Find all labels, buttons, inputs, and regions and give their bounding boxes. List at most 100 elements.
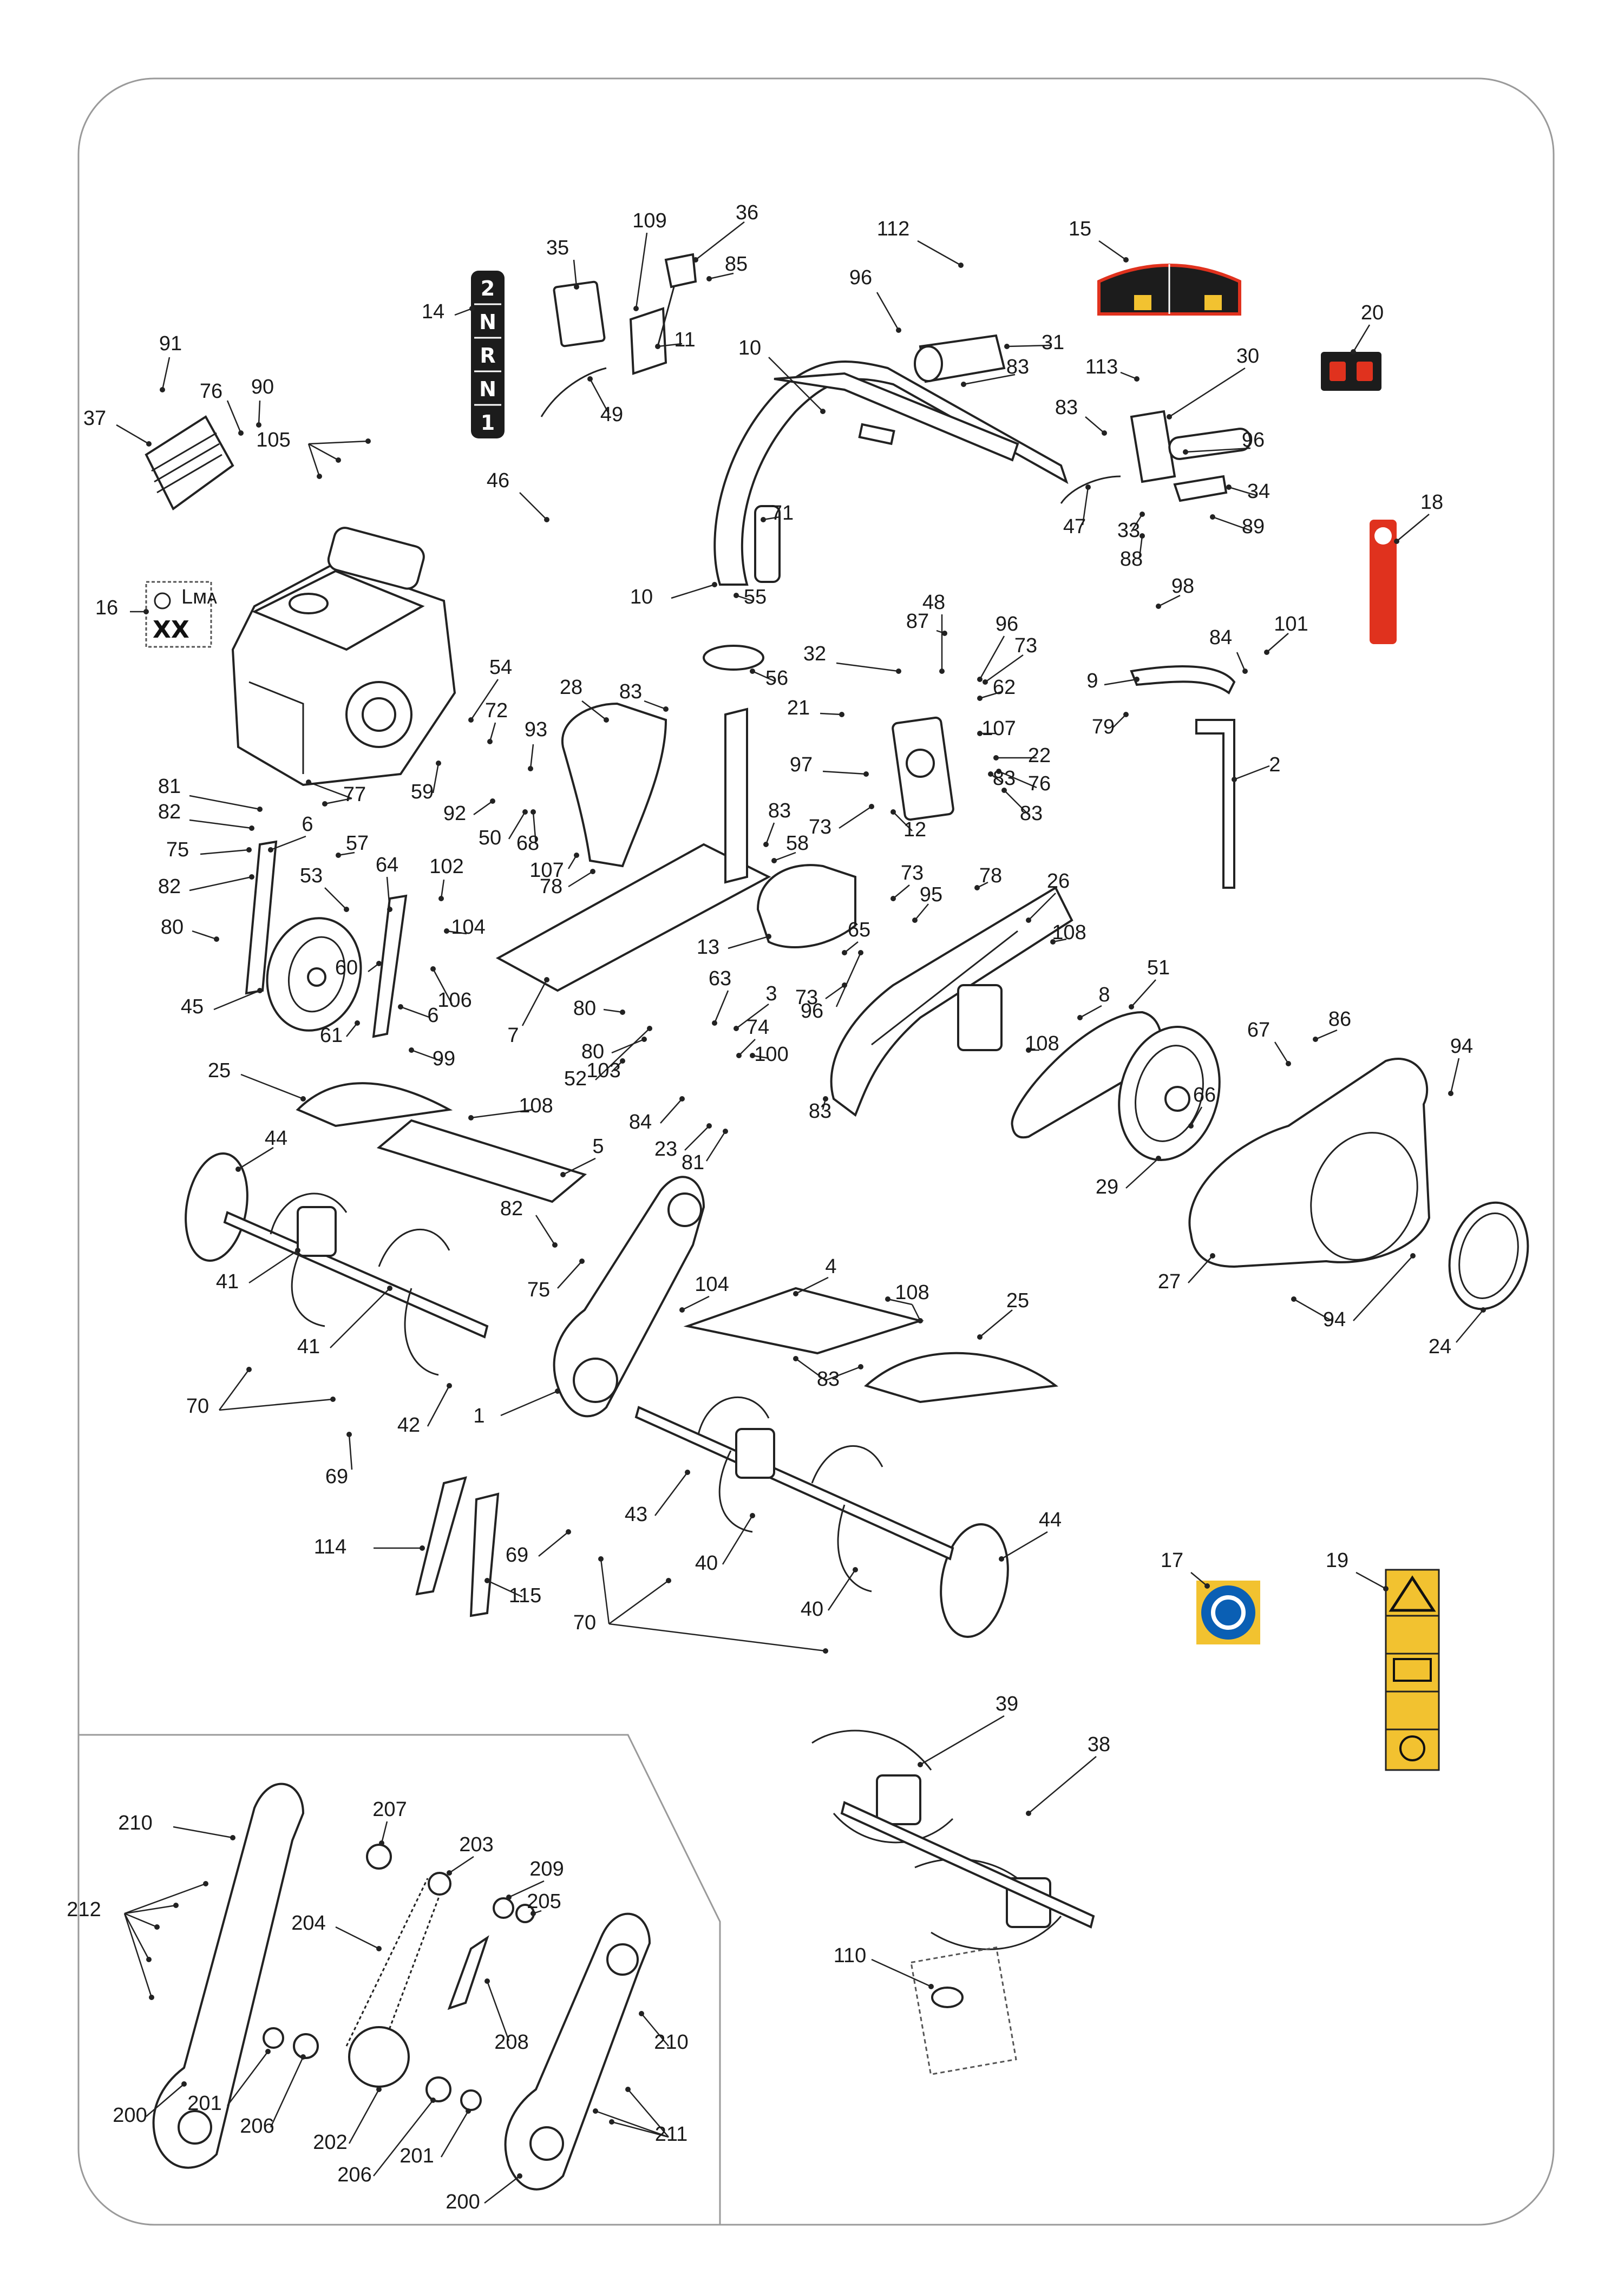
- leader-line: [1396, 514, 1430, 542]
- leader-line: [1188, 1255, 1213, 1283]
- part-number-34: 34: [1247, 480, 1270, 503]
- leader-line: [1293, 1298, 1332, 1322]
- leader-point: [853, 1567, 858, 1572]
- leader-line: [979, 1309, 1013, 1338]
- part-number-82: 82: [158, 801, 181, 823]
- part-number-75: 75: [166, 838, 189, 861]
- part-number-16: 16: [95, 597, 118, 619]
- leader-point: [306, 779, 311, 785]
- leader-line: [192, 930, 217, 940]
- leader-line: [400, 1006, 431, 1019]
- leader-point: [1188, 1123, 1194, 1129]
- part-number-104: 104: [695, 1273, 729, 1296]
- leader-line: [532, 811, 537, 845]
- leader-line: [917, 240, 961, 266]
- leader-line: [844, 941, 859, 953]
- side-disc-right: [940, 1523, 1009, 1638]
- leader-line: [248, 1249, 298, 1284]
- leader-point: [203, 1881, 208, 1886]
- leader-point: [1313, 1037, 1318, 1042]
- leader-point: [346, 1432, 352, 1437]
- leader-point: [257, 807, 263, 812]
- part-number-73: 73: [1014, 634, 1037, 657]
- leader-point: [679, 1096, 685, 1102]
- part-number-45: 45: [181, 995, 204, 1018]
- part-number-209: 209: [529, 1858, 564, 1880]
- gear-position-label: 2 N R N 1: [471, 271, 505, 438]
- part-number-35: 35: [546, 237, 569, 259]
- leader-point: [376, 1946, 382, 1951]
- leader-point: [663, 706, 669, 712]
- leader-point: [609, 2119, 614, 2125]
- leader-point: [466, 2108, 471, 2114]
- decal-17-hearing: [1196, 1581, 1260, 1644]
- leader-point: [579, 1259, 585, 1264]
- leader-line: [411, 1049, 442, 1062]
- depth-stake-b: [469, 1492, 500, 1617]
- leader-line: [825, 984, 845, 1000]
- part-number-83: 83: [809, 1100, 831, 1123]
- leader-point: [246, 1367, 252, 1372]
- leader-point: [820, 409, 826, 414]
- leader-point: [181, 2081, 187, 2087]
- leader-point: [322, 801, 328, 807]
- leader-point: [249, 874, 254, 880]
- part-number-30: 30: [1236, 345, 1259, 368]
- part-number-200: 200: [113, 2104, 147, 2127]
- leader-point: [160, 387, 165, 392]
- leader-point: [706, 276, 712, 281]
- decal-16: Lᴍᴀ XX: [145, 581, 217, 648]
- gear-lever: [629, 307, 667, 375]
- leader-line: [123, 1913, 153, 1998]
- leader-line: [1028, 1756, 1097, 1814]
- side-disc-left: [185, 1152, 248, 1262]
- part-number-70: 70: [573, 1611, 596, 1634]
- leader-line: [774, 851, 796, 862]
- part-number-59: 59: [411, 781, 434, 803]
- part-number-80: 80: [581, 1040, 604, 1063]
- part-number-39: 39: [996, 1693, 1018, 1715]
- leader-line: [871, 1958, 932, 1988]
- part-number-76: 76: [1028, 772, 1051, 795]
- leader-point: [620, 1010, 625, 1015]
- part-number-46: 46: [487, 469, 509, 492]
- leader-line: [240, 1073, 304, 1100]
- part-number-57: 57: [346, 832, 369, 855]
- leader-line: [308, 781, 352, 799]
- part-number-96: 96: [801, 1000, 823, 1023]
- leader-line: [1125, 1158, 1159, 1189]
- part-number-69: 69: [325, 1465, 348, 1488]
- bearing-206-a: [293, 2033, 319, 2059]
- leader-point: [1183, 449, 1188, 455]
- part-number-6: 6: [302, 813, 313, 836]
- part-number-9: 9: [1086, 670, 1098, 692]
- side-shield-left: [296, 1082, 453, 1128]
- leader-point: [1026, 1047, 1031, 1053]
- leader-point: [1077, 1015, 1083, 1020]
- leader-point: [1286, 1061, 1291, 1066]
- part-number-98: 98: [1171, 575, 1194, 598]
- leader-point: [712, 582, 717, 587]
- leader-point: [447, 1383, 452, 1388]
- part-number-107: 107: [981, 717, 1016, 740]
- leader-point: [574, 853, 579, 858]
- bearing-206-b: [425, 2076, 451, 2102]
- leader-line: [489, 722, 496, 742]
- leader-point: [544, 517, 549, 522]
- leader-line: [979, 691, 1002, 699]
- part-number-63: 63: [709, 967, 731, 990]
- leader-point: [430, 2098, 436, 2103]
- leader-point: [1204, 1583, 1210, 1589]
- leader-line: [876, 292, 900, 331]
- part-number-83: 83: [1020, 802, 1043, 825]
- leader-point: [1140, 533, 1145, 539]
- part-number-52: 52: [564, 1067, 587, 1090]
- gear-knob: [664, 253, 697, 289]
- part-number-112: 112: [877, 218, 910, 240]
- leader-line: [348, 1434, 353, 1470]
- part-number-7: 7: [507, 1024, 519, 1047]
- tine-shield-left: [376, 1119, 587, 1203]
- part-number-38: 38: [1088, 1733, 1110, 1756]
- leader-line: [1079, 1005, 1102, 1019]
